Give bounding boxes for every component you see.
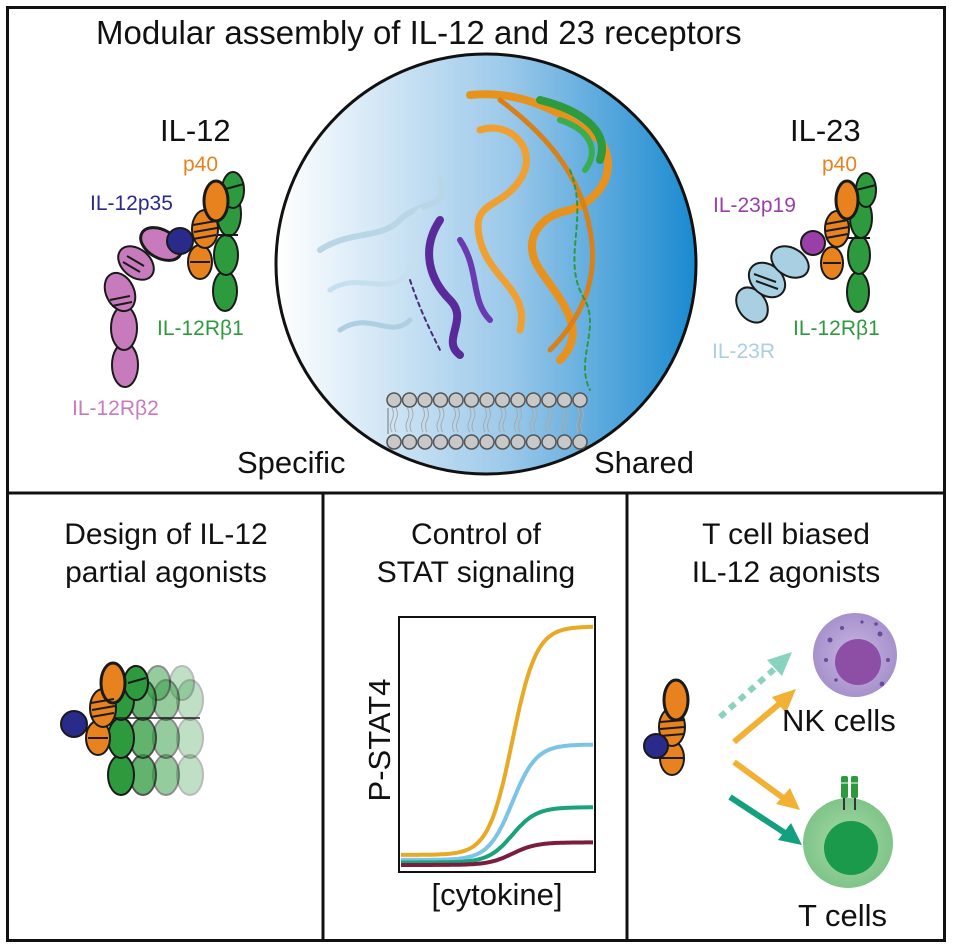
arrow-to-t-teal [728,794,802,845]
design-title-line1: Design of IL-12 [64,518,268,551]
lipid-head [463,434,480,450]
lipid-head [479,392,495,408]
lipid-tail [529,407,538,433]
lipid-tail [560,407,569,433]
chart-series-line-3 [401,805,593,865]
control-panel-title: Control of STAT signaling [325,516,627,592]
il12-label: IL-12 [160,113,231,148]
lipid-tail [467,407,476,433]
arrow-to-nk-dotted [718,652,792,720]
partial-agonists-illustration [60,661,204,796]
tcell-title-line2: IL-12 agonists [691,556,881,589]
control-title-line1: Control of [410,518,542,551]
il12-rb2-label: IL-12Rβ2 [72,397,159,420]
lipid-head [479,434,495,450]
lipid-head [386,392,402,408]
lipid-head [448,434,464,450]
lipid-tail [576,407,584,433]
lipid-head [448,392,464,408]
il23-r-label: IL-23R [712,340,776,363]
il23-complex-illustration [735,172,877,324]
lipid-head [417,434,433,450]
lipid-head [494,392,511,408]
chart-y-axis-label: P-STAT4 [362,678,397,802]
chart-series-line-2 [401,742,594,862]
t-cell-biased-illustration [643,613,897,888]
lipid-head [572,392,588,408]
lipid-head [556,434,573,450]
il23-p19-label: IL-23p19 [713,194,796,217]
lipid-head [463,392,480,408]
specific-label: Specific [237,445,346,480]
lipid-tail [545,407,553,433]
lipid-tail [514,407,522,433]
lipid-tail [390,407,398,433]
shared-label: Shared [594,445,694,480]
chart-series-line-1 [401,624,594,857]
t-cells-label: T cells [798,898,888,933]
il12-p35-label: IL-12p35 [90,192,173,215]
arrow-to-t-gold [732,759,800,810]
control-title-line2: STAT signaling [376,556,576,589]
lipid-head [432,392,449,408]
membrane-bilayer [386,392,588,450]
nk-cells-label: NK cells [782,703,896,738]
pstat4-chart [398,616,596,873]
chart-x-axis-label: [cytokine] [431,877,563,912]
nk-cell [813,613,897,697]
lipid-head [541,434,557,450]
il23-label: IL-23 [790,113,861,148]
figure-title: Modular assembly of IL-12 and 23 recepto… [96,14,742,51]
lipid-tail [498,407,507,433]
lipid-head [510,434,526,450]
t-cell [803,776,893,888]
il12-complex-illustration [103,171,245,388]
lipid-head [556,392,573,408]
receptor-structure-circle [274,52,698,476]
lipid-tail [436,407,445,433]
tcell-panel-title: T cell biased IL-12 agonists [629,516,943,592]
arrow-to-nk [732,689,796,745]
tcell-title-line1: T cell biased [702,518,870,551]
lipid-head [541,392,557,408]
chart-series-line-4 [401,840,593,867]
lipid-head [494,434,511,450]
lipid-head [525,392,542,408]
il12-p40-label: p40 [183,153,219,176]
il23-rb1-label: IL-12Rβ1 [793,317,880,340]
lipid-head [572,434,588,450]
il23-p40-label: p40 [822,153,858,176]
lipid-head [525,434,542,450]
figure-frame [6,6,946,942]
lipid-tail [405,407,414,433]
il12-rb1-label: IL-12Rβ1 [157,317,244,340]
lipid-head [510,392,526,408]
lipid-tail [483,407,491,433]
lipid-head [401,392,418,408]
lipid-head [417,392,433,408]
lipid-tail [452,407,460,433]
lipid-head [386,434,402,450]
lipid-tail [421,407,429,433]
design-title-line2: partial agonists [65,556,267,589]
design-panel-title: Design of IL-12 partial agonists [9,516,323,592]
lipid-head [432,434,449,450]
lipid-head [401,434,418,450]
